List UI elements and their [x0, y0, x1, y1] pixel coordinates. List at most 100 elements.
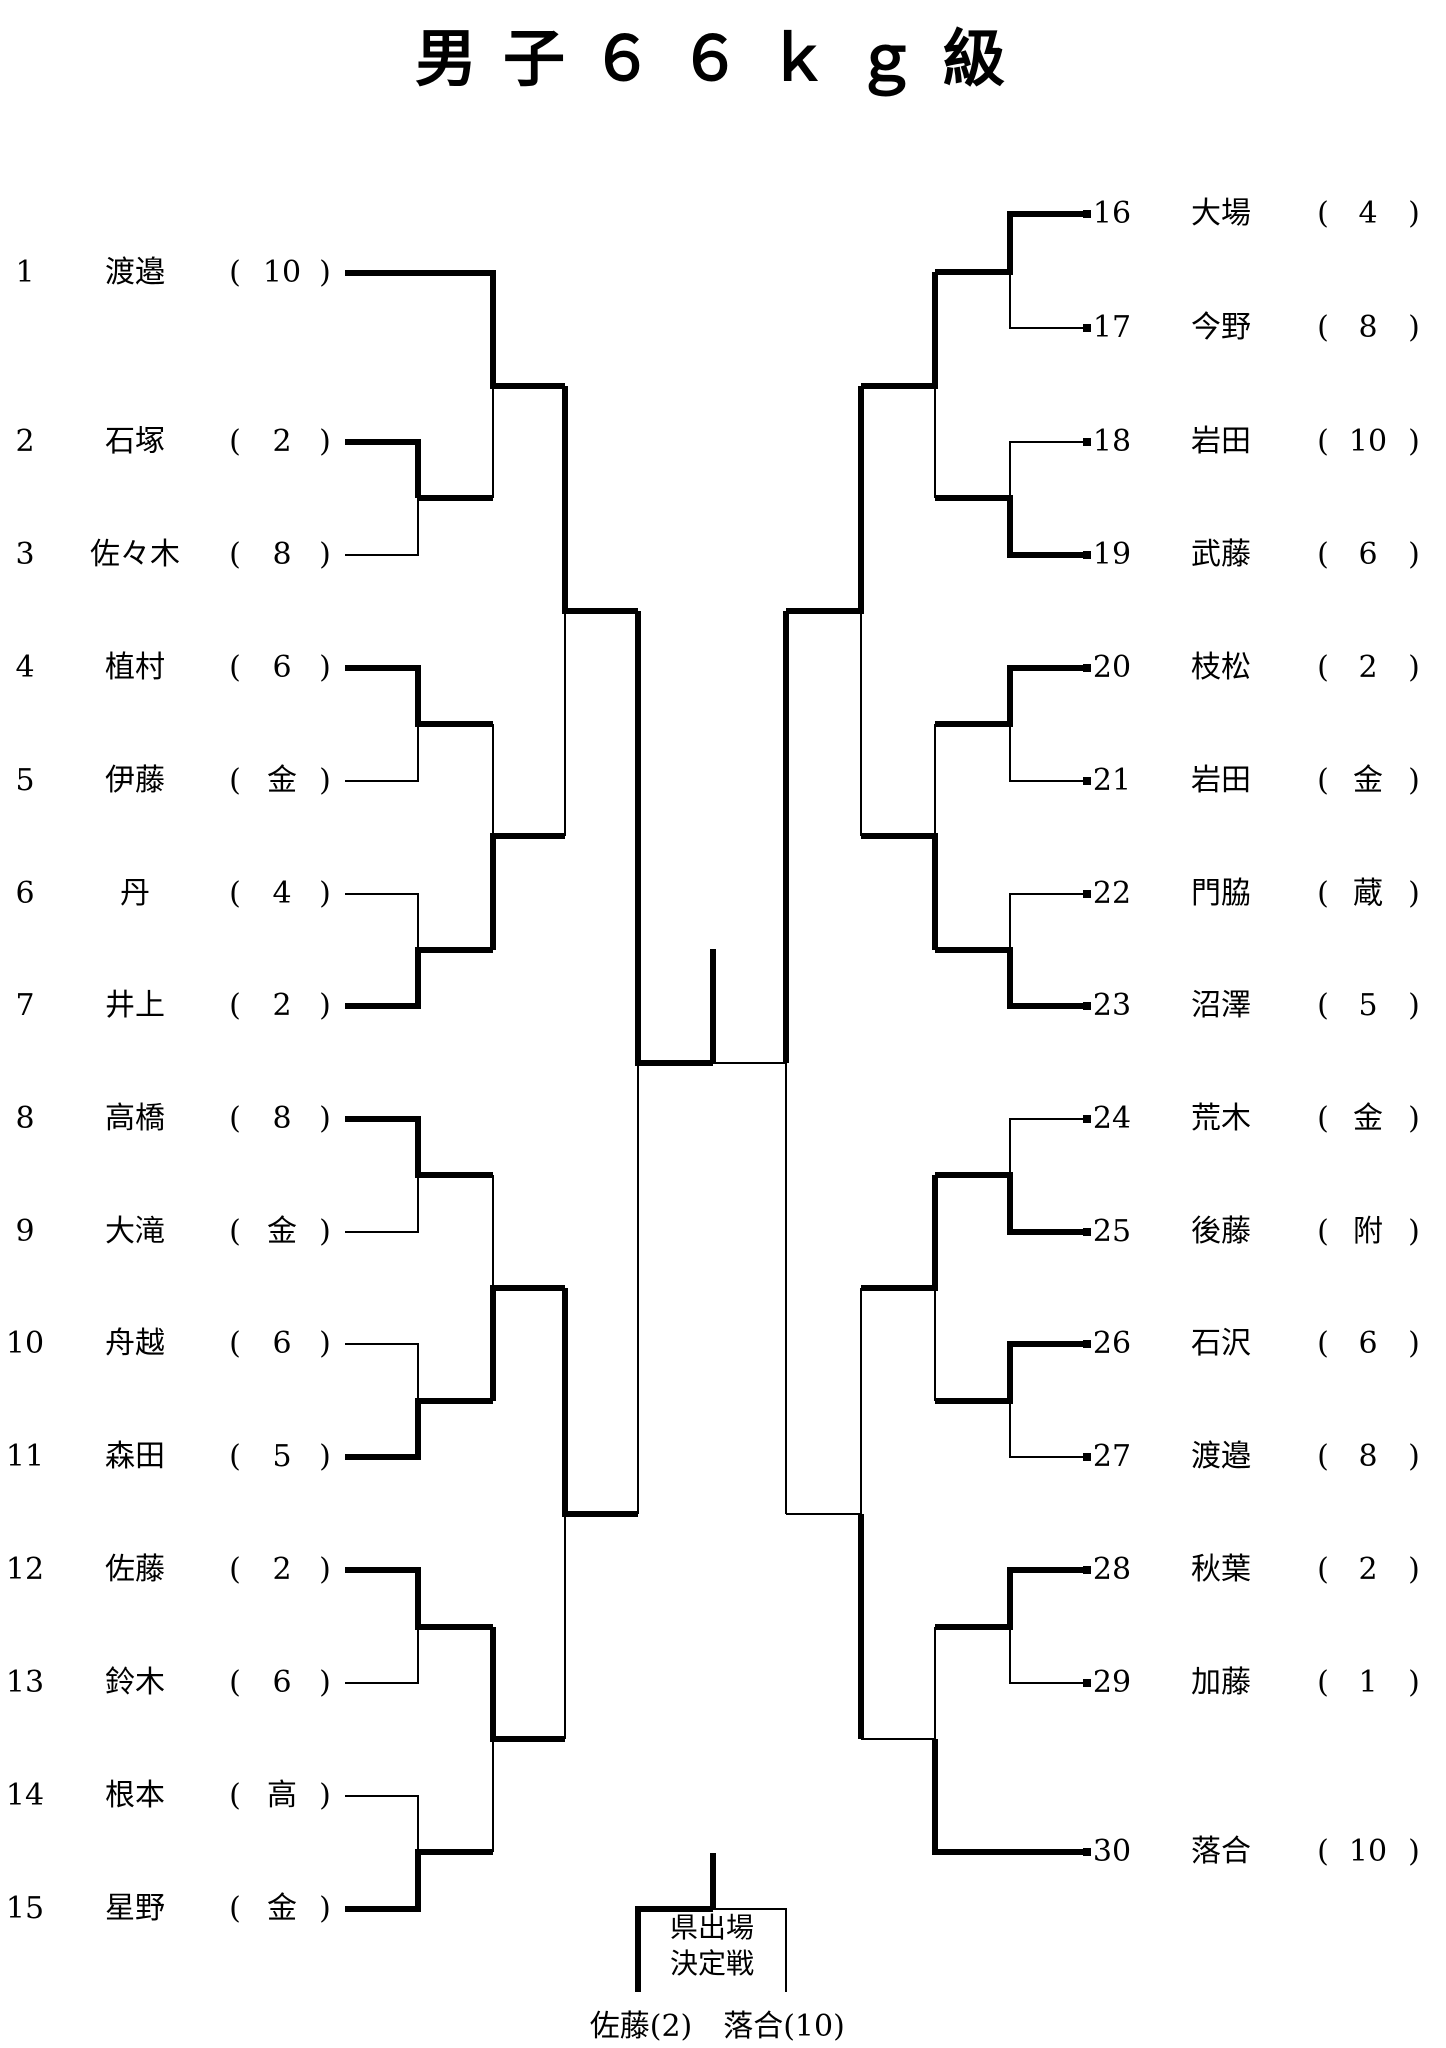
bracket-line	[345, 1343, 419, 1401]
bracket-paren: (	[1317, 1439, 1329, 1474]
entry-name: 大滝	[105, 1214, 165, 1249]
bracket-paren: (	[229, 876, 241, 911]
entry-team: 附	[1353, 1214, 1383, 1249]
entry-name: 後藤	[1191, 1214, 1251, 1249]
bracket-line	[786, 386, 864, 614]
bracket-line	[861, 1627, 936, 1740]
bracket-line	[1009, 1627, 1085, 1684]
entry-team: 蔵	[1353, 876, 1383, 911]
entry-name: 武藤	[1191, 537, 1251, 572]
bracket-paren: (	[1317, 763, 1329, 798]
entry-name: 佐々木	[90, 537, 180, 572]
bracket-paren: )	[319, 876, 331, 911]
entry-team: 6	[272, 650, 291, 685]
entry-name: 森田	[105, 1439, 165, 1474]
entry-number: 7	[15, 988, 34, 1023]
bracket-paren: )	[319, 1439, 331, 1474]
entry-number: 2	[15, 424, 34, 459]
bracket-line	[935, 1341, 1085, 1404]
entry-name: 荒木	[1191, 1101, 1251, 1136]
bracket-paren: (	[229, 537, 241, 572]
bracket-paren: (	[1317, 650, 1329, 685]
bracket-line	[345, 724, 419, 782]
bracket-paren: (	[1317, 988, 1329, 1023]
entry-number: 21	[1093, 763, 1131, 798]
entry-number: 8	[15, 1101, 34, 1136]
entry-team: 金	[267, 763, 297, 798]
entry-name: 植村	[105, 650, 165, 685]
entry-number: 3	[15, 537, 34, 572]
bracket-paren: )	[319, 255, 331, 290]
bracket-paren: (	[1317, 1101, 1329, 1136]
entry-name: 岩田	[1191, 424, 1251, 459]
entry-name: 鈴木	[105, 1665, 165, 1700]
bracket-paren: )	[319, 650, 331, 685]
bracket-paren: )	[319, 1101, 331, 1136]
bracket-paren: (	[229, 650, 241, 685]
bracket-paren: )	[319, 1214, 331, 1249]
bracket-paren: )	[1408, 1552, 1420, 1587]
entry-name: 井上	[105, 988, 165, 1023]
entry-team: 10	[1349, 1834, 1387, 1869]
entry-number: 16	[1093, 196, 1131, 231]
bracket-line	[345, 1627, 419, 1684]
bracket-paren: (	[229, 1891, 241, 1926]
entry-name: 石塚	[105, 424, 165, 459]
list-item: 24 荒木 ( 金)	[1093, 1101, 1420, 1136]
bracket-line	[562, 386, 638, 614]
entry-team: 8	[1358, 310, 1377, 345]
entry-team: 金	[1353, 1101, 1383, 1136]
entry-name: 高橋	[105, 1101, 165, 1136]
bracket-paren: )	[1408, 650, 1420, 685]
bracket-line	[1009, 1401, 1085, 1458]
bracket-paren: (	[229, 1778, 241, 1813]
page-title: 男子６６ｋｇ級	[414, 22, 1031, 95]
entry-number: 15	[6, 1891, 44, 1926]
bracket-paren: (	[1317, 196, 1329, 231]
entry-name: 渡邉	[1191, 1439, 1251, 1474]
entry-number: 14	[6, 1778, 44, 1813]
entry-name: 舟越	[105, 1326, 165, 1361]
bracket-line	[935, 1567, 1085, 1630]
bracket-paren: (	[229, 1665, 241, 1700]
entry-number: 19	[1093, 537, 1131, 572]
bracket-line	[932, 1739, 1085, 1855]
entry-number: 17	[1093, 310, 1131, 345]
entry-name: 落合	[1191, 1834, 1251, 1869]
entry-name: 伊藤	[105, 763, 165, 798]
bracket-line	[935, 947, 1085, 1009]
bracket-line	[345, 1795, 419, 1852]
entry-number: 24	[1093, 1101, 1131, 1136]
bracket-line	[1009, 272, 1085, 329]
entry-team: 1	[1358, 1665, 1377, 1700]
entry-team: 高	[267, 1778, 297, 1813]
entry-number: 6	[15, 876, 34, 911]
bracket-line	[490, 833, 565, 950]
playoff-left-player: 佐藤(2)	[590, 2009, 693, 2044]
bracket-line	[345, 270, 565, 389]
bracket-line	[345, 1116, 493, 1178]
bracket-paren: (	[1317, 876, 1329, 911]
entry-team: 2	[272, 424, 291, 459]
bracket-paren: )	[1408, 1101, 1420, 1136]
entry-number: 23	[1093, 988, 1131, 1023]
bracket-paren: (	[1317, 1214, 1329, 1249]
entry-name: 渡邉	[105, 255, 165, 290]
